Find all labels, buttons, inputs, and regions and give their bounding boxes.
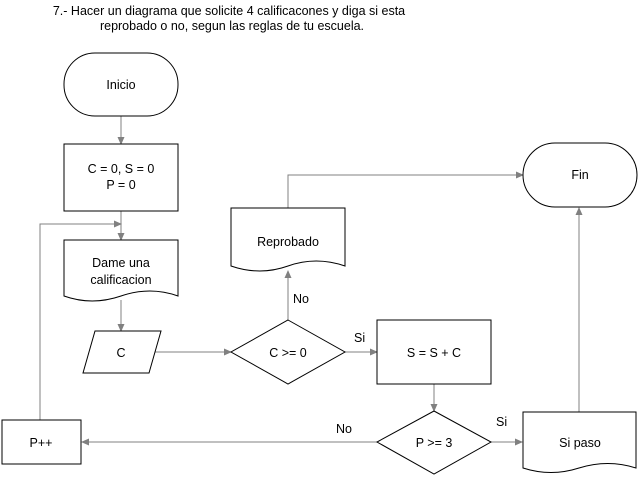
- edge-label-p-si: Si: [496, 415, 507, 429]
- edge-label-c-no: No: [293, 292, 309, 306]
- decision-c-diamond: C >= 0: [229, 319, 347, 385]
- inicio-label: Inicio: [106, 78, 135, 92]
- init-label-line-2: P = 0: [106, 178, 135, 192]
- incremento-label: P++: [30, 436, 53, 450]
- fin-label: Fin: [571, 168, 588, 182]
- input-c-label: C: [116, 346, 125, 360]
- incremento-process: P++: [1, 419, 82, 465]
- diagram-title-line-2: reprobado o no, segun las reglas de tu e…: [100, 19, 364, 33]
- suma-label: S = S + C: [407, 346, 461, 360]
- si-paso-document: Si paso: [522, 411, 637, 473]
- fin-terminator: Fin: [522, 142, 638, 208]
- edge-reprobado-to-fin: [287, 171, 524, 208]
- dame-label-line-1: Dame una: [92, 256, 150, 270]
- suma-process: S = S + C: [376, 319, 492, 385]
- dame-calificacion-document: Dame una calificacion: [63, 239, 179, 302]
- input-c-parallelogram: C: [82, 330, 162, 374]
- decision-p-diamond: P >= 3: [375, 410, 493, 475]
- init-label-line-1: C = 0, S = 0: [88, 162, 155, 176]
- reprobado-document: Reprobado: [230, 207, 346, 272]
- dame-label-line-2: calificacion: [90, 273, 151, 287]
- init-process: C = 0, S = 0 P = 0: [63, 143, 179, 212]
- edge-incremento-loop-to-dame: [39, 220, 122, 420]
- edge-label-p-no: No: [336, 422, 352, 436]
- reprobado-label: Reprobado: [257, 235, 319, 249]
- inicio-terminator: Inicio: [63, 52, 179, 117]
- decision-p-label: P >= 3: [416, 436, 453, 450]
- edge-label-c-si: Si: [354, 331, 365, 345]
- decision-c-label: C >= 0: [269, 346, 307, 360]
- connectors: [39, 116, 583, 446]
- si-paso-label: Si paso: [559, 436, 601, 450]
- diagram-title-line-1: 7.- Hacer un diagrama que solicite 4 cal…: [53, 4, 405, 18]
